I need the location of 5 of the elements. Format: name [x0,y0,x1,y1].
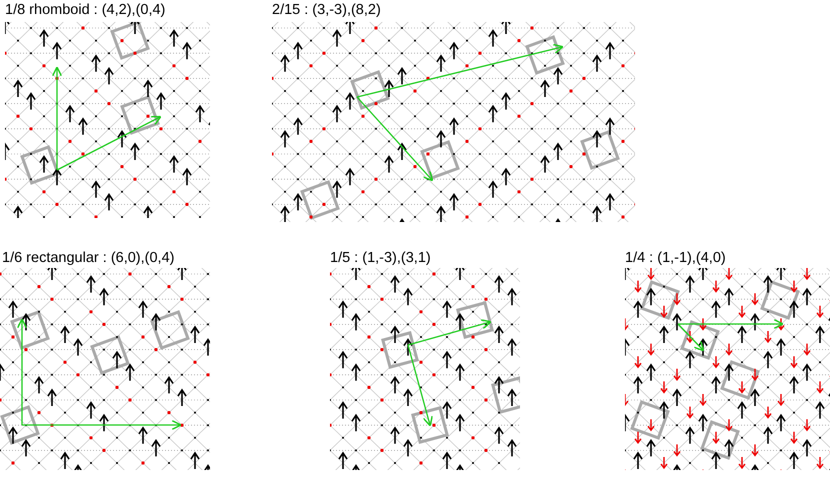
panel-title: 1/8 rhomboid : (4,2),(0,4) [5,2,166,19]
panel-title: 1/4 : (1,-1),(4,0) [625,250,726,267]
panel-title: 1/5 : (1,-3),(3,1) [330,250,431,267]
panel-title: 2/15 : (3,-3),(8,2) [272,2,381,19]
panel-title: 1/6 rectangular : (6,0),(0,4) [2,250,174,267]
